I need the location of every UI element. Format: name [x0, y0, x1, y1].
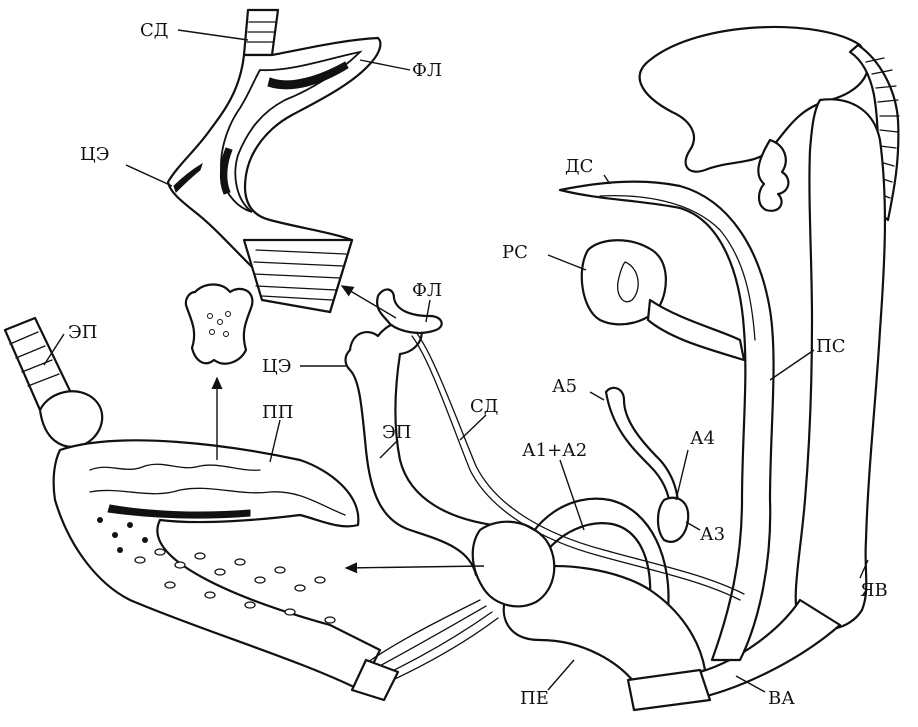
label-pe: ПЕ	[520, 688, 549, 709]
label-ep-left: ЭП	[68, 322, 97, 343]
main-apparatus	[342, 27, 899, 710]
label-sd-mid: СД	[470, 396, 498, 417]
label-va: ВА	[768, 688, 795, 709]
label-a4: А4	[690, 428, 715, 449]
label-a3: А3	[700, 524, 725, 545]
label-pp: ПП	[262, 402, 293, 423]
label-rs: РС	[502, 242, 528, 263]
label-tse-mid: ЦЭ	[262, 356, 291, 377]
label-yav: ЯВ	[860, 580, 888, 601]
label-a5: А5	[552, 376, 577, 397]
inset-section-top	[168, 10, 380, 312]
inset-epiphallus-open	[5, 285, 380, 691]
label-ep-mid: ЭП	[382, 422, 411, 443]
label-tse-top: ЦЭ	[80, 144, 109, 165]
label-a1a2: А1+А2	[522, 440, 587, 461]
label-ds: ДС	[565, 156, 593, 177]
label-fl-mid: ФЛ	[412, 280, 442, 301]
label-sd-top: СД	[140, 20, 168, 41]
label-ps: ПС	[816, 336, 845, 357]
label-fl-top: ФЛ	[412, 60, 442, 81]
